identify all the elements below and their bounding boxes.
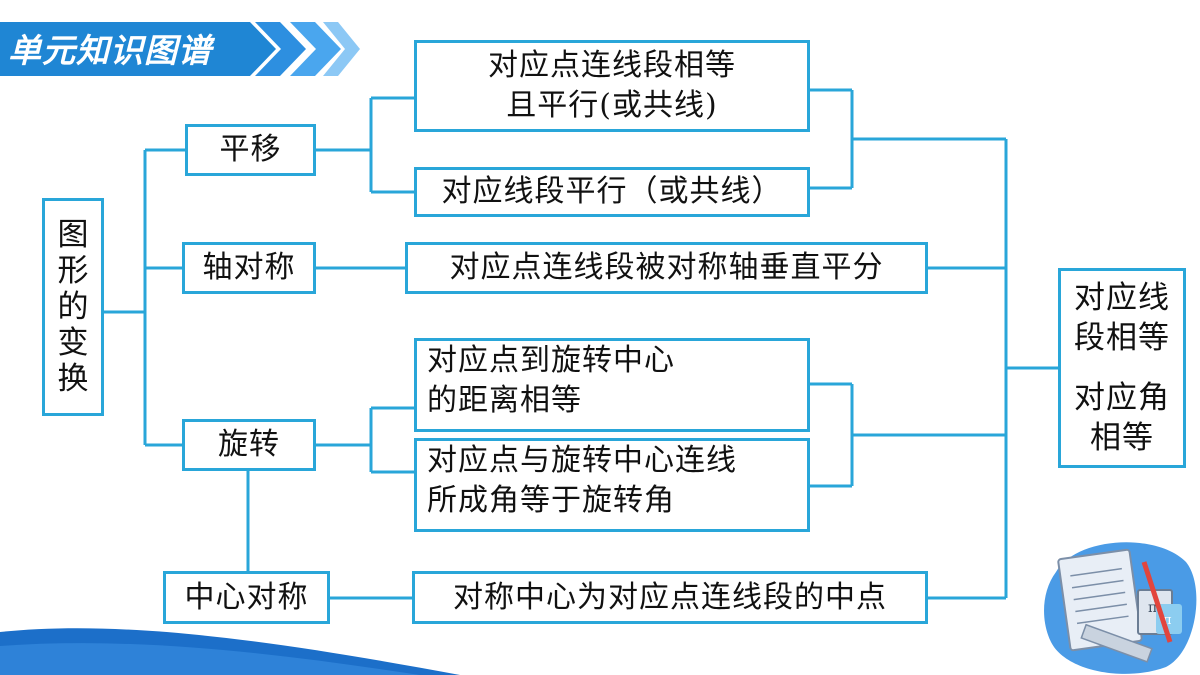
bottom-wave-decoration (0, 628, 460, 675)
node-label: 平移 (219, 132, 282, 167)
node-label: 旋转 (218, 427, 280, 462)
node-rotation: 旋转 (182, 419, 316, 471)
property-line: 对应线段平行（或共线） (441, 174, 783, 209)
property-rotation-1: 对应点到旋转中心 的距离相等 (414, 338, 810, 432)
property-line: 对称中心为对应点连线段的中点 (453, 579, 887, 615)
property-line: 对应点与旋转中心连线 (427, 443, 737, 478)
svg-text:π: π (1148, 600, 1157, 616)
property-reflection-1: 对应点连线段被对称轴垂直平分 (405, 242, 928, 294)
property-translation-1: 对应点连线段相等 且平行(或共线) (414, 40, 810, 132)
common-line: 对应角 (1074, 380, 1170, 416)
node-central-symmetry: 中心对称 (163, 571, 330, 624)
property-line: 的距离相等 (427, 383, 582, 418)
common-properties: 对应线 段相等 对应角 相等 (1058, 268, 1186, 468)
property-line: 所成角等于旋转角 (427, 483, 675, 518)
property-line: 且平行(或共线) (506, 88, 718, 123)
common-line: 相等 (1090, 420, 1154, 456)
property-translation-2: 对应线段平行（或共线） (414, 167, 810, 217)
node-label: 中心对称 (184, 579, 309, 615)
svg-text:π: π (1163, 613, 1172, 628)
property-line: 对应点连线段相等 (488, 48, 736, 83)
root-char: 图 (57, 217, 89, 253)
property-rotation-2: 对应点与旋转中心连线 所成角等于旋转角 (414, 438, 810, 532)
node-label: 轴对称 (202, 250, 296, 285)
common-line: 对应线 (1074, 280, 1170, 316)
header-banner (0, 22, 360, 76)
common-line: 段相等 (1074, 320, 1170, 356)
root-node: 图 形 的 变 换 (42, 198, 104, 416)
node-translation: 平移 (185, 124, 316, 176)
property-line: 对应点连线段被对称轴垂直平分 (449, 250, 884, 285)
root-char: 换 (57, 361, 89, 397)
math-notebook-illustration: π π (1044, 542, 1197, 674)
root-char: 形 (57, 253, 89, 289)
page-title: 单元知识图谱 (8, 31, 212, 70)
property-central-1: 对称中心为对应点连线段的中点 (412, 571, 928, 624)
property-line: 对应点到旋转中心 (427, 343, 675, 378)
root-char: 的 (57, 289, 89, 325)
node-reflection: 轴对称 (182, 242, 316, 294)
root-char: 变 (57, 325, 89, 361)
